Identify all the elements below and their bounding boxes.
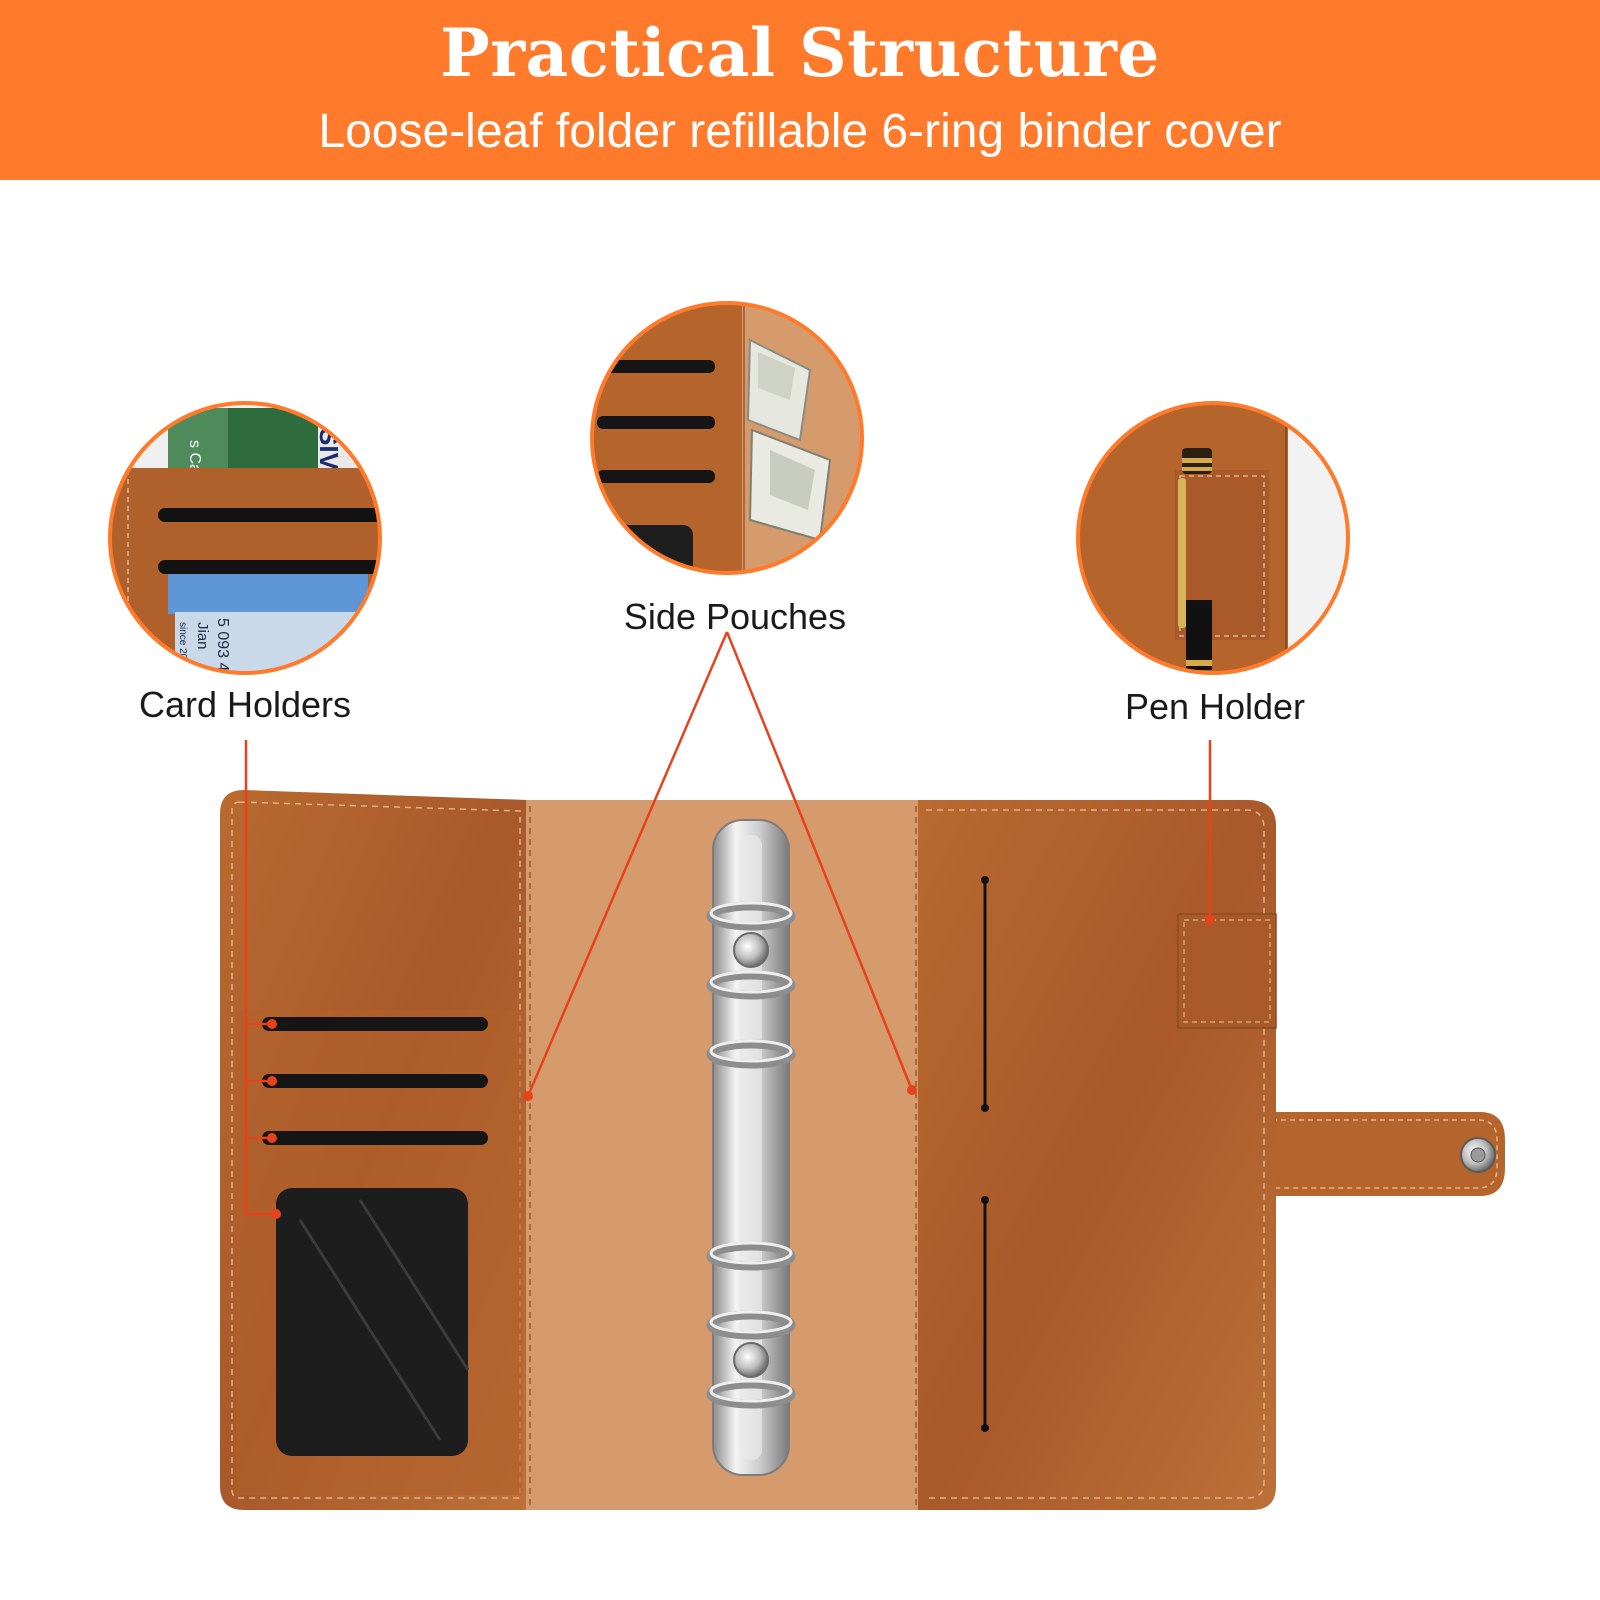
card-slot	[262, 1074, 488, 1088]
pen-loop	[1177, 913, 1277, 1029]
card-name: Jian	[194, 622, 211, 650]
card-holders-label: Card Holders	[138, 684, 352, 725]
callout-dots	[267, 915, 1215, 1219]
left-cover	[220, 790, 528, 1510]
banknotes	[746, 338, 832, 542]
card-number: 5 093 4	[214, 618, 231, 671]
pen-icon	[1178, 448, 1212, 670]
page-subtitle: Loose-leaf folder refillable 6-ring bind…	[318, 105, 1282, 158]
pen-holder-label: Pen Holder	[1124, 686, 1306, 727]
binder-spine	[526, 800, 920, 1510]
card-slot	[262, 1131, 488, 1145]
ring-mechanism	[706, 819, 796, 1476]
right-cover	[918, 800, 1277, 1510]
binder	[220, 790, 1505, 1510]
card-slot	[262, 1017, 488, 1031]
card-since: since 20	[177, 622, 188, 660]
side-pouches-detail	[590, 301, 864, 575]
header-banner: Practical Structure Loose-leaf folder re…	[0, 0, 1600, 180]
page-title: Practical Structure	[440, 14, 1160, 92]
card-holders-detail: s Card SIV 5 093 4 Jian since 20	[108, 401, 382, 675]
pen-holder-detail	[1076, 401, 1350, 675]
closure-strap	[1270, 1112, 1505, 1196]
side-pouches-label: Side Pouches	[623, 596, 847, 637]
